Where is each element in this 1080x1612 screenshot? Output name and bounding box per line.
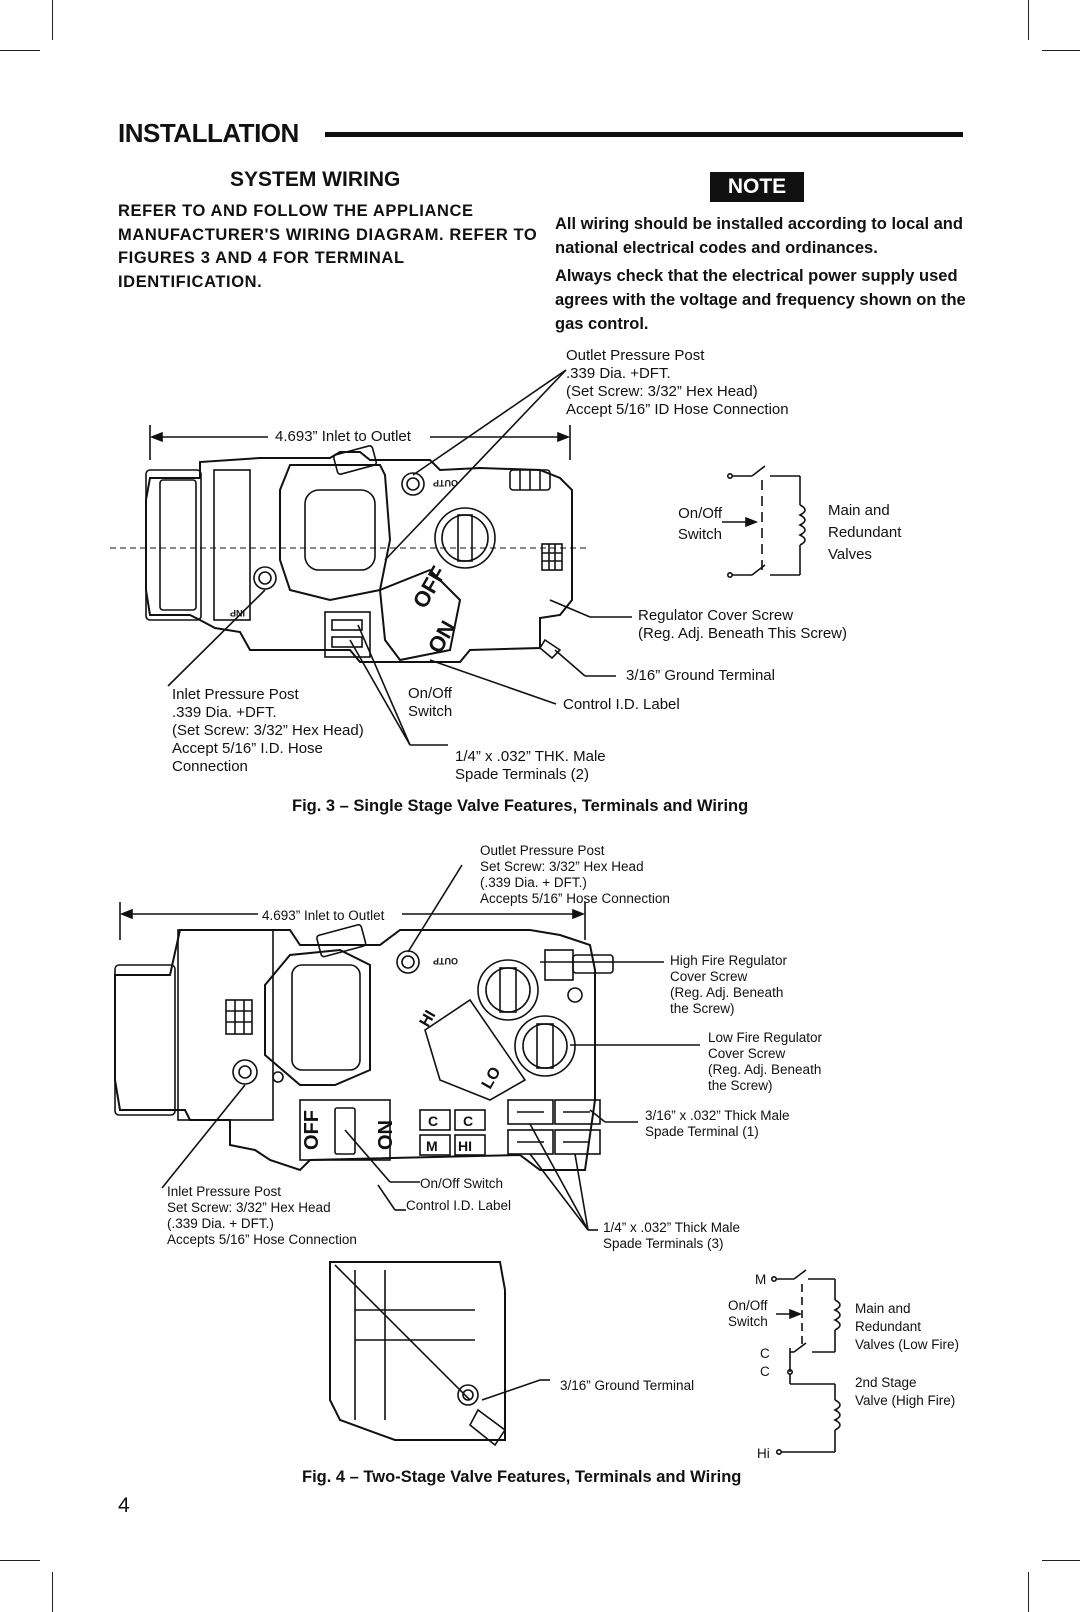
crop-mark [1042, 50, 1080, 51]
fig4-outlet-post-label: Outlet Pressure Post Set Screw: 3/32” He… [480, 843, 670, 906]
fig4-term-hi: HI [458, 1138, 472, 1154]
crop-mark [1028, 0, 1029, 40]
fig4-high-fire-label: High Fire Regulator Cover Screw (Reg. Ad… [670, 953, 788, 1016]
note-para-1: All wiring should be installed according… [555, 215, 963, 257]
fig4-inlet-post-label: Inlet Pressure Post Set Screw: 3/32” Hex… [167, 1184, 357, 1247]
fig4-spade-14-label: 1/4” x .032” Thick Male Spade Terminals … [603, 1220, 741, 1251]
fig4-outlet-mark: OUTP [433, 956, 458, 966]
fig4-wiring-m: M [755, 1272, 767, 1287]
crop-mark [52, 1572, 53, 1612]
fig3-dimension-label: 4.693” Inlet to Outlet [275, 428, 411, 445]
fig3-caption: Fig. 3 – Single Stage Valve Features, Te… [292, 797, 749, 815]
fig4-mark-lo: LO [479, 1064, 505, 1092]
crop-mark [1028, 1572, 1029, 1612]
note-badge: NOTE [710, 172, 804, 202]
knob-on-label: ON [423, 616, 461, 657]
fig3-outlet-post-label: Outlet Pressure Post .339 Dia. +DFT. (Se… [566, 347, 789, 418]
fig4-second-stage-label: 2nd Stage Valve (High Fire) [855, 1375, 956, 1408]
inlet-mark: INP [230, 608, 245, 618]
fig4-control-label: Control I.D. Label [406, 1198, 512, 1213]
fig3-switch-label: On/Off Switch [408, 685, 453, 720]
fig4-valves-label: Main and Redundant Valves (Low Fire) [855, 1301, 960, 1352]
note-text: All wiring should be installed according… [555, 212, 975, 340]
knob-off-label: OFF [408, 562, 452, 613]
fig3-wiring-switch-label: On/Off Switch [677, 505, 722, 543]
page-header: INSTALLATION [118, 118, 299, 148]
fig4-low-fire-label: Low Fire Regulator Cover Screw (Reg. Adj… [708, 1030, 823, 1093]
fig3-control-label: Control I.D. Label [563, 696, 680, 713]
fig4-term-c2: C [463, 1113, 473, 1129]
crop-mark [52, 0, 53, 40]
section-title: SYSTEM WIRING [230, 168, 401, 191]
fig4-mark-hi: HI [417, 1008, 440, 1030]
fig3-regulator-label: Regulator Cover Screw (Reg. Adj. Beneath… [638, 607, 847, 642]
fig4-knob-on: ON [375, 1120, 397, 1150]
fig4-caption: Fig. 4 – Two-Stage Valve Features, Termi… [302, 1468, 742, 1486]
fig4-term-m: M [426, 1138, 438, 1154]
note-para-2: Always check that the electrical power s… [555, 267, 966, 333]
page-number: 4 [118, 1494, 130, 1517]
crop-mark [0, 1560, 40, 1561]
fig4-term-c1: C [428, 1113, 438, 1129]
fig3-ground-label: 3/16” Ground Terminal [626, 667, 775, 684]
fig4-knob-off: OFF [301, 1110, 323, 1150]
fig4-wiring-c1: C [760, 1346, 770, 1361]
fig4-ground-label: 3/16” Ground Terminal [560, 1378, 695, 1393]
intro-text: REFER TO AND FOLLOW THE APPLIANCE MANUFA… [118, 202, 538, 291]
fig3-spade-label: 1/4” x .032” THK. Male Spade Terminals (… [455, 748, 606, 783]
fig3-valves-label: Main and Redundant Valves [828, 502, 902, 563]
fig4-dimension-label: 4.693” Inlet to Outlet [262, 908, 385, 923]
crop-mark [0, 50, 40, 51]
fig4-switch-label: On/Off Switch [420, 1176, 504, 1191]
fig3-inlet-post-label: Inlet Pressure Post .339 Dia. +DFT. (Set… [172, 686, 364, 775]
outlet-mark: OUTP [433, 478, 458, 488]
fig4-wiring-hi: Hi [757, 1446, 770, 1461]
crop-mark [1042, 1560, 1080, 1561]
header-rule [325, 132, 963, 137]
fig4-spade-316-label: 3/16” x .032” Thick Male Spade Terminal … [645, 1108, 790, 1139]
fig4-wiring-switch: On/Off Switch [728, 1298, 768, 1329]
fig4-wiring-c2: C [760, 1364, 770, 1379]
